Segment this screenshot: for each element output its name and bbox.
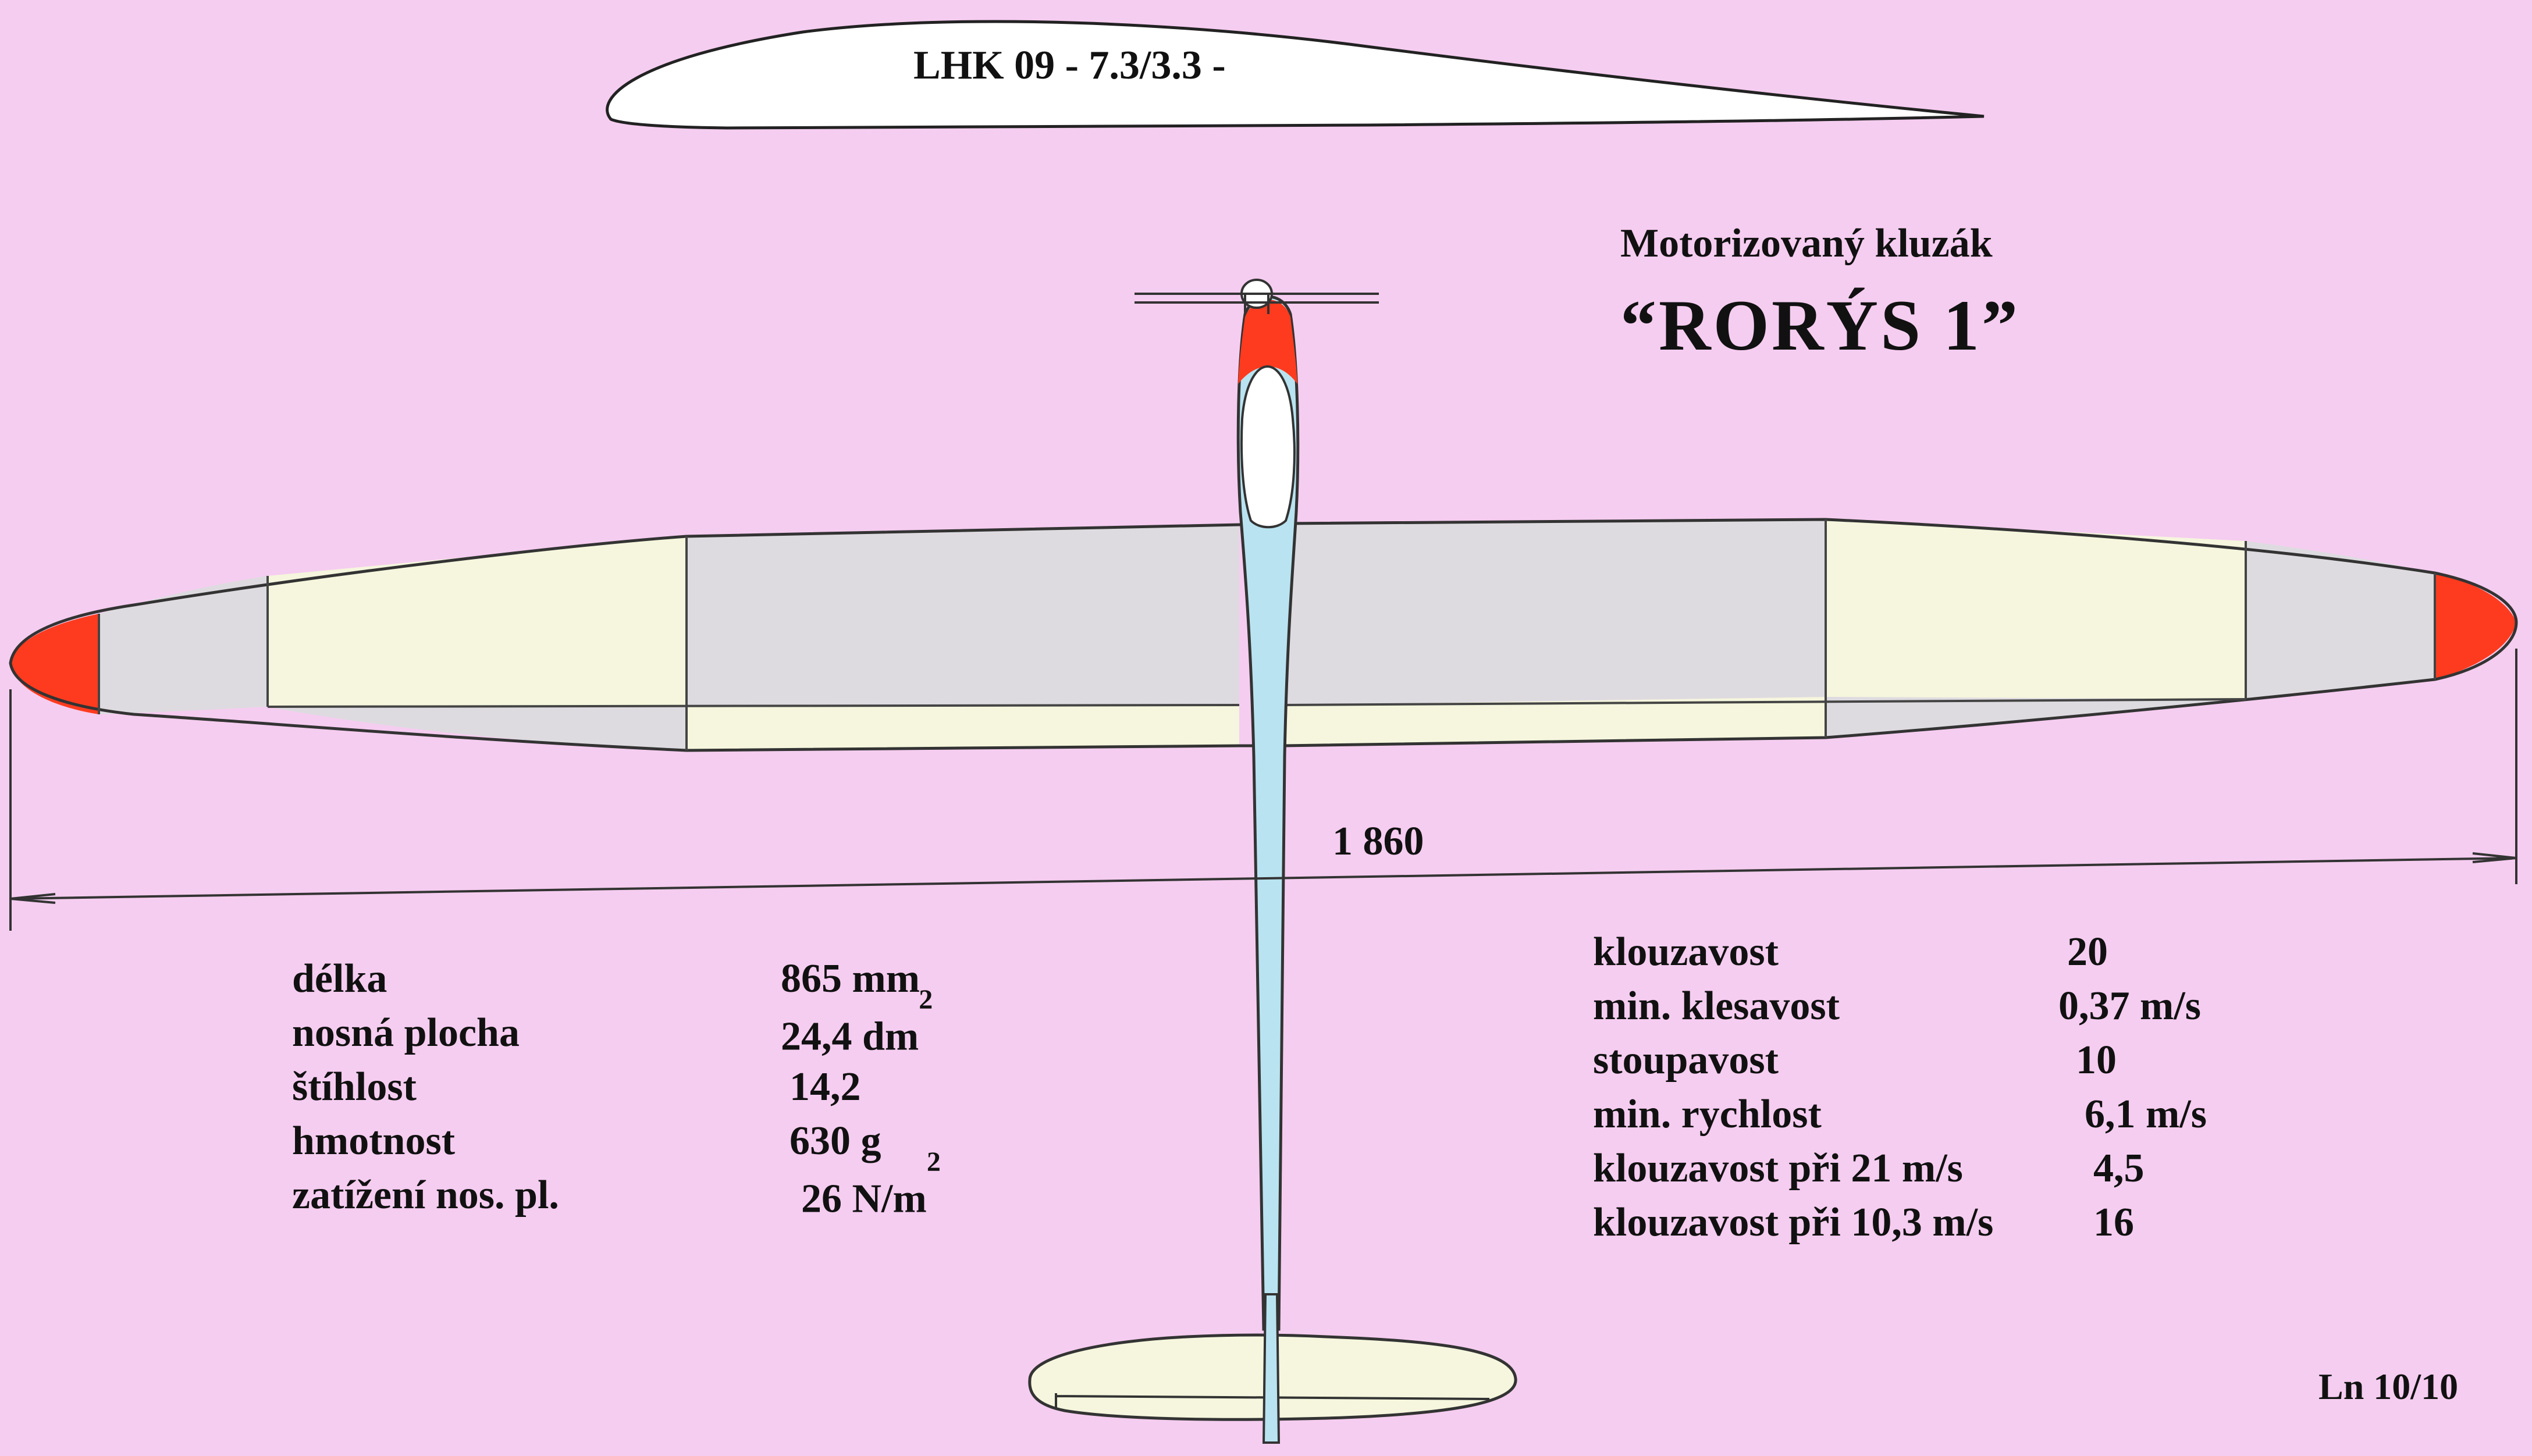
wing-outline bbox=[9, 518, 2518, 752]
spec-label: klouzavost při 10,3 m/s bbox=[1593, 1200, 1994, 1245]
wing-right-trailing-cream bbox=[1283, 697, 1826, 746]
spec-label: min. rychlost bbox=[1593, 1092, 1822, 1137]
spec-value: 630 g bbox=[790, 1119, 881, 1163]
spec-superscript: 2 bbox=[919, 984, 933, 1015]
fuselage bbox=[1236, 295, 1300, 1331]
rudder bbox=[1262, 1293, 1281, 1444]
spec-value: 14,2 bbox=[790, 1065, 861, 1109]
spec-label: zatížení nos. pl. bbox=[292, 1173, 559, 1218]
spec-value: 6,1 m/s bbox=[2085, 1092, 2207, 1137]
propeller bbox=[1135, 293, 1379, 304]
drawing-code: Ln 10/10 bbox=[2318, 1366, 2459, 1407]
wing-right-inner-gray bbox=[1283, 519, 1826, 705]
wing-right-tip bbox=[2435, 573, 2516, 679]
spec-value: 10 bbox=[2076, 1038, 2117, 1083]
wing-right-trailing-gray bbox=[1826, 697, 2246, 738]
spec-label: délka bbox=[292, 956, 387, 1001]
spec-value: 20 bbox=[2067, 930, 2108, 974]
spec-value: 865 mm bbox=[781, 956, 920, 1001]
wing-left-inner-gray bbox=[687, 525, 1239, 707]
spec-value: 16 bbox=[2093, 1200, 2134, 1245]
spec-value: 0,37 m/s bbox=[2058, 984, 2201, 1028]
airfoil-profile bbox=[606, 20, 1985, 130]
spec-label: štíhlost bbox=[292, 1065, 417, 1109]
canopy bbox=[1240, 365, 1296, 529]
page-title: “RORÝS 1” bbox=[1620, 286, 2021, 365]
spec-label: stoupavost bbox=[1593, 1038, 1779, 1083]
wing-left-trailing-gray bbox=[268, 707, 687, 750]
spec-label: min. klesavost bbox=[1593, 984, 1840, 1028]
wing-left-trailing-cream bbox=[687, 705, 1239, 750]
wing-left-outer-gray bbox=[99, 576, 268, 714]
wing-left-panel-cream bbox=[268, 536, 687, 707]
wing-right-outer-gray bbox=[2246, 541, 2435, 699]
span-dimension-line bbox=[9, 649, 2517, 931]
spec-value: 26 N/m2 bbox=[801, 1147, 941, 1222]
subtitle: Motorizovaný kluzák bbox=[1620, 221, 1993, 266]
wing-panel-lines bbox=[98, 519, 2436, 750]
spec-value: 24,4 dm2 bbox=[781, 984, 933, 1059]
spec-label: nosná plocha bbox=[292, 1010, 520, 1055]
propeller-hub bbox=[1244, 294, 1269, 314]
spec-label: klouzavost bbox=[1593, 930, 1779, 974]
spec-superscript: 2 bbox=[926, 1147, 941, 1177]
wing-right-panel-cream bbox=[1826, 519, 2246, 699]
spec-label: hmotnost bbox=[292, 1119, 456, 1163]
spec-label: klouzavost při 21 m/s bbox=[1593, 1146, 1963, 1191]
fuselage-nose bbox=[1238, 300, 1297, 384]
spec-value: 4,5 bbox=[2093, 1146, 2145, 1191]
span-dimension-label: 1 860 bbox=[1332, 819, 1424, 864]
airfoil-label: LHK 09 - 7.3/3.3 - bbox=[913, 43, 1226, 88]
